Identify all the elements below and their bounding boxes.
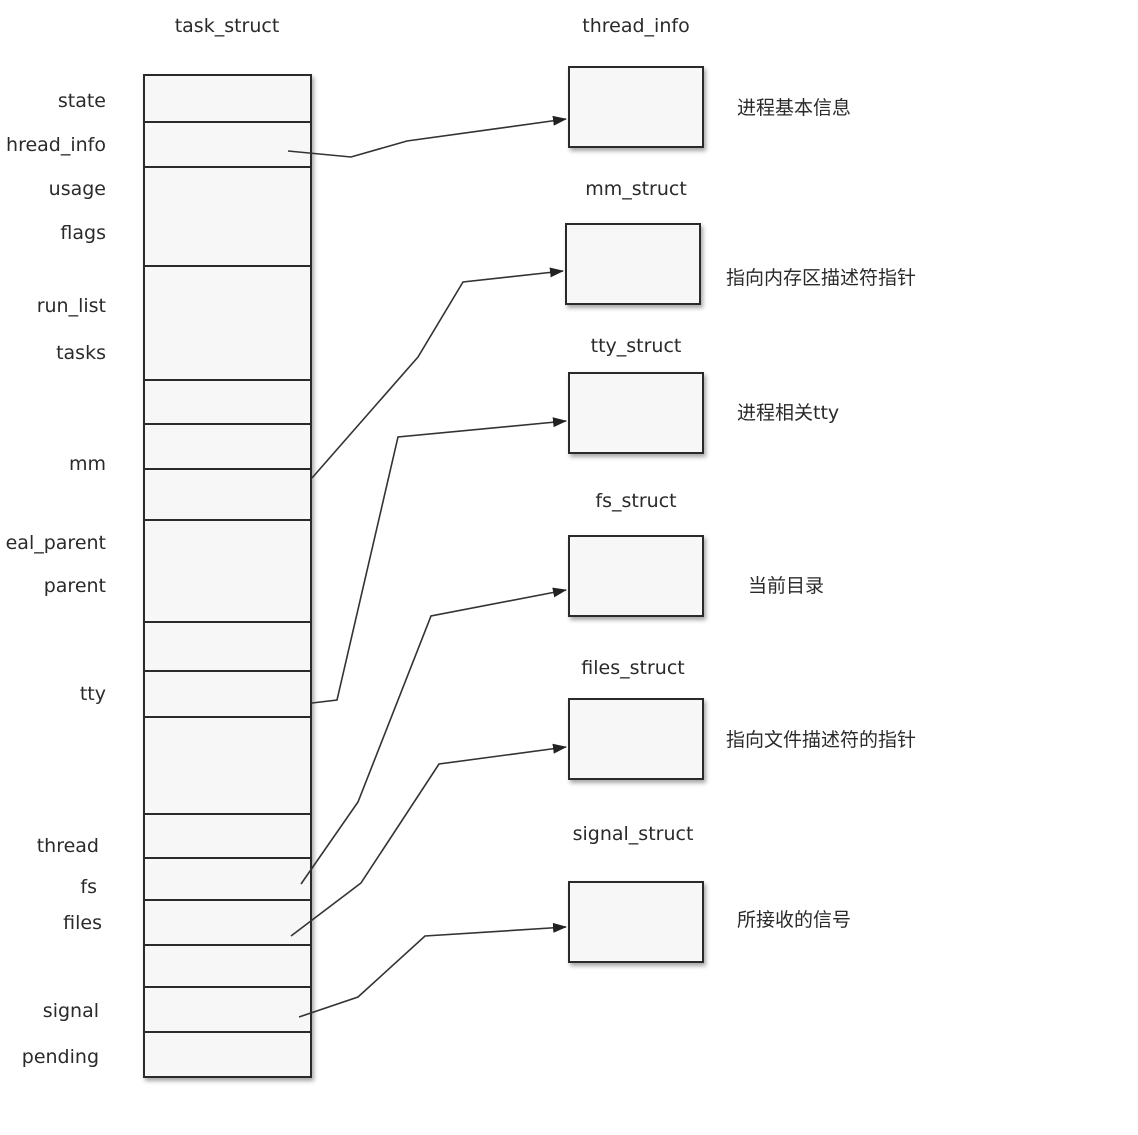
arrow-fs <box>300 587 567 885</box>
thread-info-desc: 进程基本信息 <box>737 97 851 119</box>
field-label-tty: tty <box>80 683 106 705</box>
arrow-thread-info <box>287 115 567 158</box>
field-label-thread: thread <box>37 835 99 857</box>
target-boxes <box>565 66 704 963</box>
tty-struct-title: tty_struct <box>591 335 682 357</box>
thread-info-title: thread_info <box>582 15 689 37</box>
segment-blank-5 <box>143 944 312 988</box>
field-label-mm: mm <box>69 453 106 475</box>
segment-pending <box>143 1031 312 1078</box>
field-label-tasks: tasks <box>56 342 106 364</box>
field-label-thread-info: hread_info <box>6 134 106 156</box>
field-label-flags: flags <box>60 222 106 244</box>
field-label-real-parent: eal_parent <box>6 532 106 554</box>
segment-signal <box>143 986 312 1033</box>
segment-blank-3 <box>143 621 312 672</box>
segment-run-list-tasks <box>143 265 312 381</box>
task-struct-column <box>143 74 312 1078</box>
segment-fs <box>143 857 312 901</box>
mm-struct-box <box>565 223 701 305</box>
thread-info-box <box>568 66 704 148</box>
signal-struct-box <box>568 881 704 963</box>
field-label-signal: signal <box>43 1000 99 1022</box>
field-label-usage: usage <box>49 178 106 200</box>
target-descriptions: 进程基本信息 指向内存区描述符指针 进程相关tty 当前目录 指向文件描述符的指… <box>726 97 916 931</box>
target-titles: thread_info mm_struct tty_struct fs_stru… <box>573 15 694 845</box>
files-struct-desc: 指向文件描述符的指针 <box>726 729 916 751</box>
pointer-arrows <box>287 115 567 1018</box>
field-label-pending: pending <box>22 1046 99 1068</box>
segment-tty <box>143 670 312 718</box>
fs-struct-box <box>568 535 704 617</box>
files-struct-title: files_struct <box>581 657 684 679</box>
field-label-fs: fs <box>80 876 97 898</box>
field-label-state: state <box>58 90 106 112</box>
segment-blank-4 <box>143 716 312 815</box>
mm-struct-desc: 指向内存区描述符指针 <box>726 267 916 289</box>
mm-struct-title: mm_struct <box>585 178 687 200</box>
arrow-tty <box>311 417 567 704</box>
arrow-files <box>290 743 567 937</box>
arrow-signal <box>298 922 567 1018</box>
files-struct-box <box>568 698 704 780</box>
arrow-mm <box>311 267 564 479</box>
segment-state <box>143 74 312 123</box>
field-labels: state hread_info usage flags run_list ta… <box>6 90 106 1068</box>
segment-files <box>143 899 312 946</box>
signal-struct-title: signal_struct <box>573 823 694 845</box>
field-label-run-list: run_list <box>37 295 106 317</box>
fs-struct-desc: 当前目录 <box>748 575 824 597</box>
field-label-parent: parent <box>44 575 106 597</box>
segment-parents <box>143 519 312 623</box>
segment-usage-flags <box>143 166 312 267</box>
field-label-files: files <box>63 912 102 934</box>
signal-struct-desc: 所接收的信号 <box>737 909 851 931</box>
segment-thread <box>143 813 312 859</box>
segment-thread-info <box>143 121 312 168</box>
segment-mm <box>143 423 312 470</box>
segment-blank-1 <box>143 379 312 425</box>
task-struct-title: task_struct <box>175 15 280 37</box>
fs-struct-title: fs_struct <box>595 490 676 512</box>
tty-struct-box <box>568 372 704 454</box>
segment-blank-2 <box>143 468 312 521</box>
tty-struct-desc: 进程相关tty <box>737 402 839 424</box>
